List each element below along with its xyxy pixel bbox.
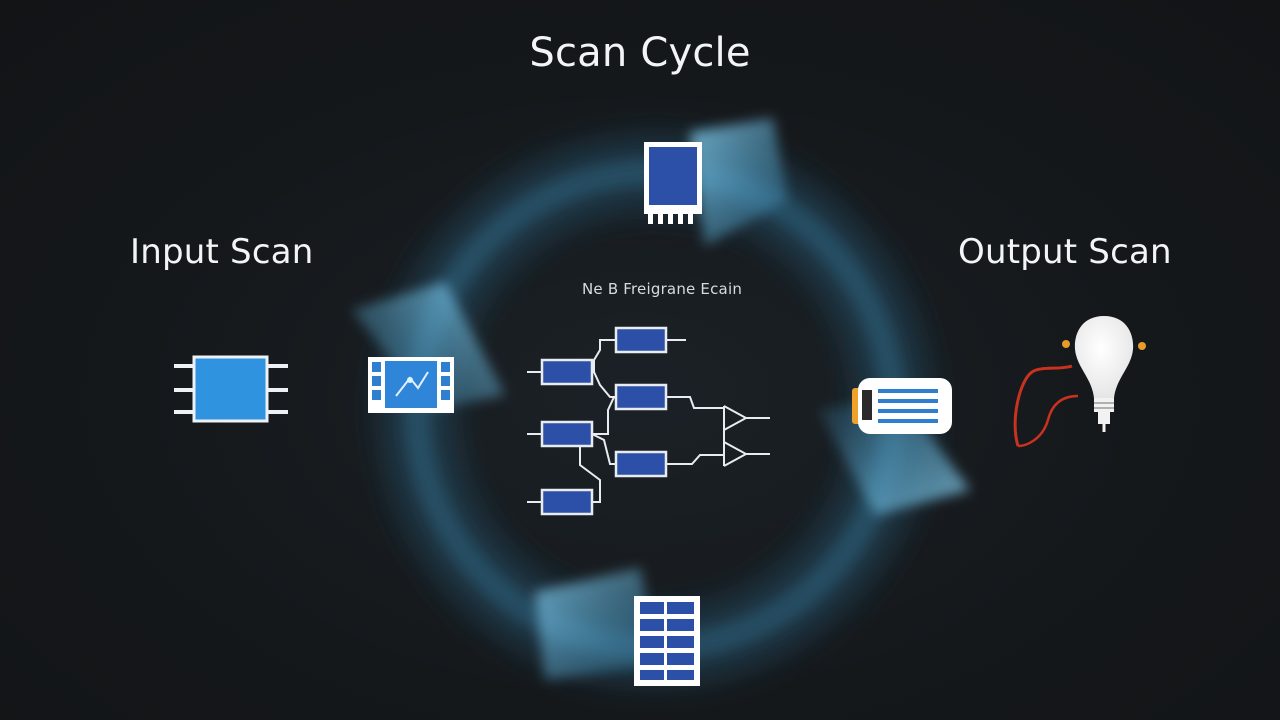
ring-panel-left: [352, 282, 505, 410]
ring-panel-right: [818, 395, 970, 515]
cpu-module-icon: [644, 142, 702, 224]
input-scan-label: Input Scan: [130, 232, 314, 272]
diagram-title: Scan Cycle: [529, 30, 751, 76]
output-module-icon: [852, 378, 952, 434]
data-table-icon: [634, 596, 700, 686]
light-bulb-icon: [1013, 316, 1146, 448]
ring-panel-bottom: [535, 568, 660, 680]
output-scan-label: Output Scan: [958, 232, 1172, 272]
program-logic-icon: [527, 326, 770, 516]
input-module-icon: [368, 357, 454, 413]
ring-panel-top: [690, 118, 788, 246]
input-chip-icon: [174, 355, 288, 423]
program-scan-label: Ne B Freigrane Ecain: [582, 280, 743, 298]
